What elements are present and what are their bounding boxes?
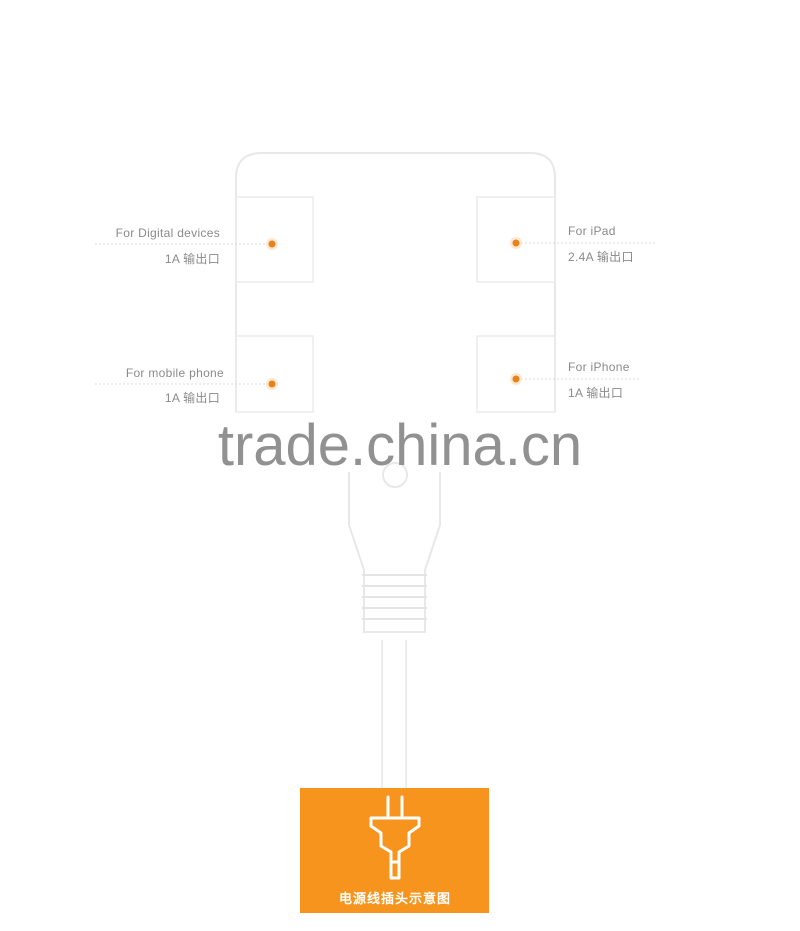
- port-output-ipad: 2.4A 输出口: [568, 250, 634, 264]
- port-box-mobile: [235, 335, 314, 413]
- port-box-iphone: [476, 335, 556, 413]
- port-box-ipad: [476, 196, 556, 283]
- port-output-iphone: 1A 输出口: [568, 386, 624, 400]
- port-box-digital: [235, 196, 314, 283]
- port-label-digital: For Digital devices: [115, 226, 220, 240]
- plug-grip-ridges: [362, 574, 427, 620]
- port-dot-ipad: [510, 237, 522, 249]
- plug-icon: [369, 795, 421, 880]
- port-label-mobile: For mobile phone: [125, 366, 224, 380]
- port-output-mobile: 1A 输出口: [164, 391, 220, 405]
- port-label-iphone: For iPhone: [568, 360, 630, 374]
- watermark: trade.china.cn: [217, 413, 583, 478]
- port-dot-digital: [266, 238, 278, 250]
- plug-connector: [348, 472, 441, 633]
- port-dot-iphone: [510, 373, 522, 385]
- port-dot-mobile: [266, 378, 278, 390]
- plug-diagram-box: [300, 788, 489, 913]
- charger-body: [235, 152, 556, 412]
- plug-hole: [382, 462, 408, 488]
- plug-caption: 电源线插头示意图: [338, 891, 451, 906]
- port-label-ipad: For iPad: [568, 224, 616, 238]
- port-output-digital: 1A 输出口: [164, 252, 220, 266]
